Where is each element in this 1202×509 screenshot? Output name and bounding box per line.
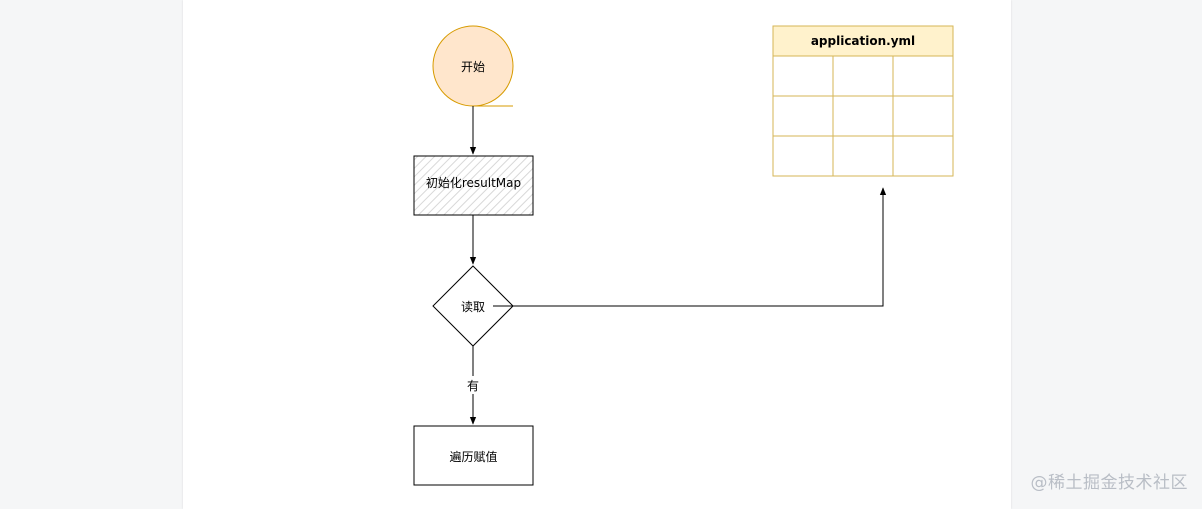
watermark: @稀土掘金技术社区: [1030, 473, 1188, 493]
table-title: application.yml: [810, 34, 916, 48]
edge-read-table: [493, 187, 887, 307]
iterate-label: 遍历赋值: [449, 449, 498, 464]
init-label: 初始化resultMap: [425, 175, 522, 190]
edge-label-you: 有: [463, 376, 483, 394]
read-label: 读取: [460, 299, 485, 314]
init-node[interactable]: [413, 155, 534, 216]
start-label: 开始: [460, 59, 485, 74]
diagram-canvas: 开始 初始化resultMap 读取 有 遍历赋值 application.ym…: [183, 0, 1011, 509]
flowchart-svg: [413, 25, 954, 486]
iterate-node[interactable]: [413, 425, 534, 486]
application-yml-table[interactable]: [772, 25, 954, 177]
start-node[interactable]: [432, 25, 514, 107]
